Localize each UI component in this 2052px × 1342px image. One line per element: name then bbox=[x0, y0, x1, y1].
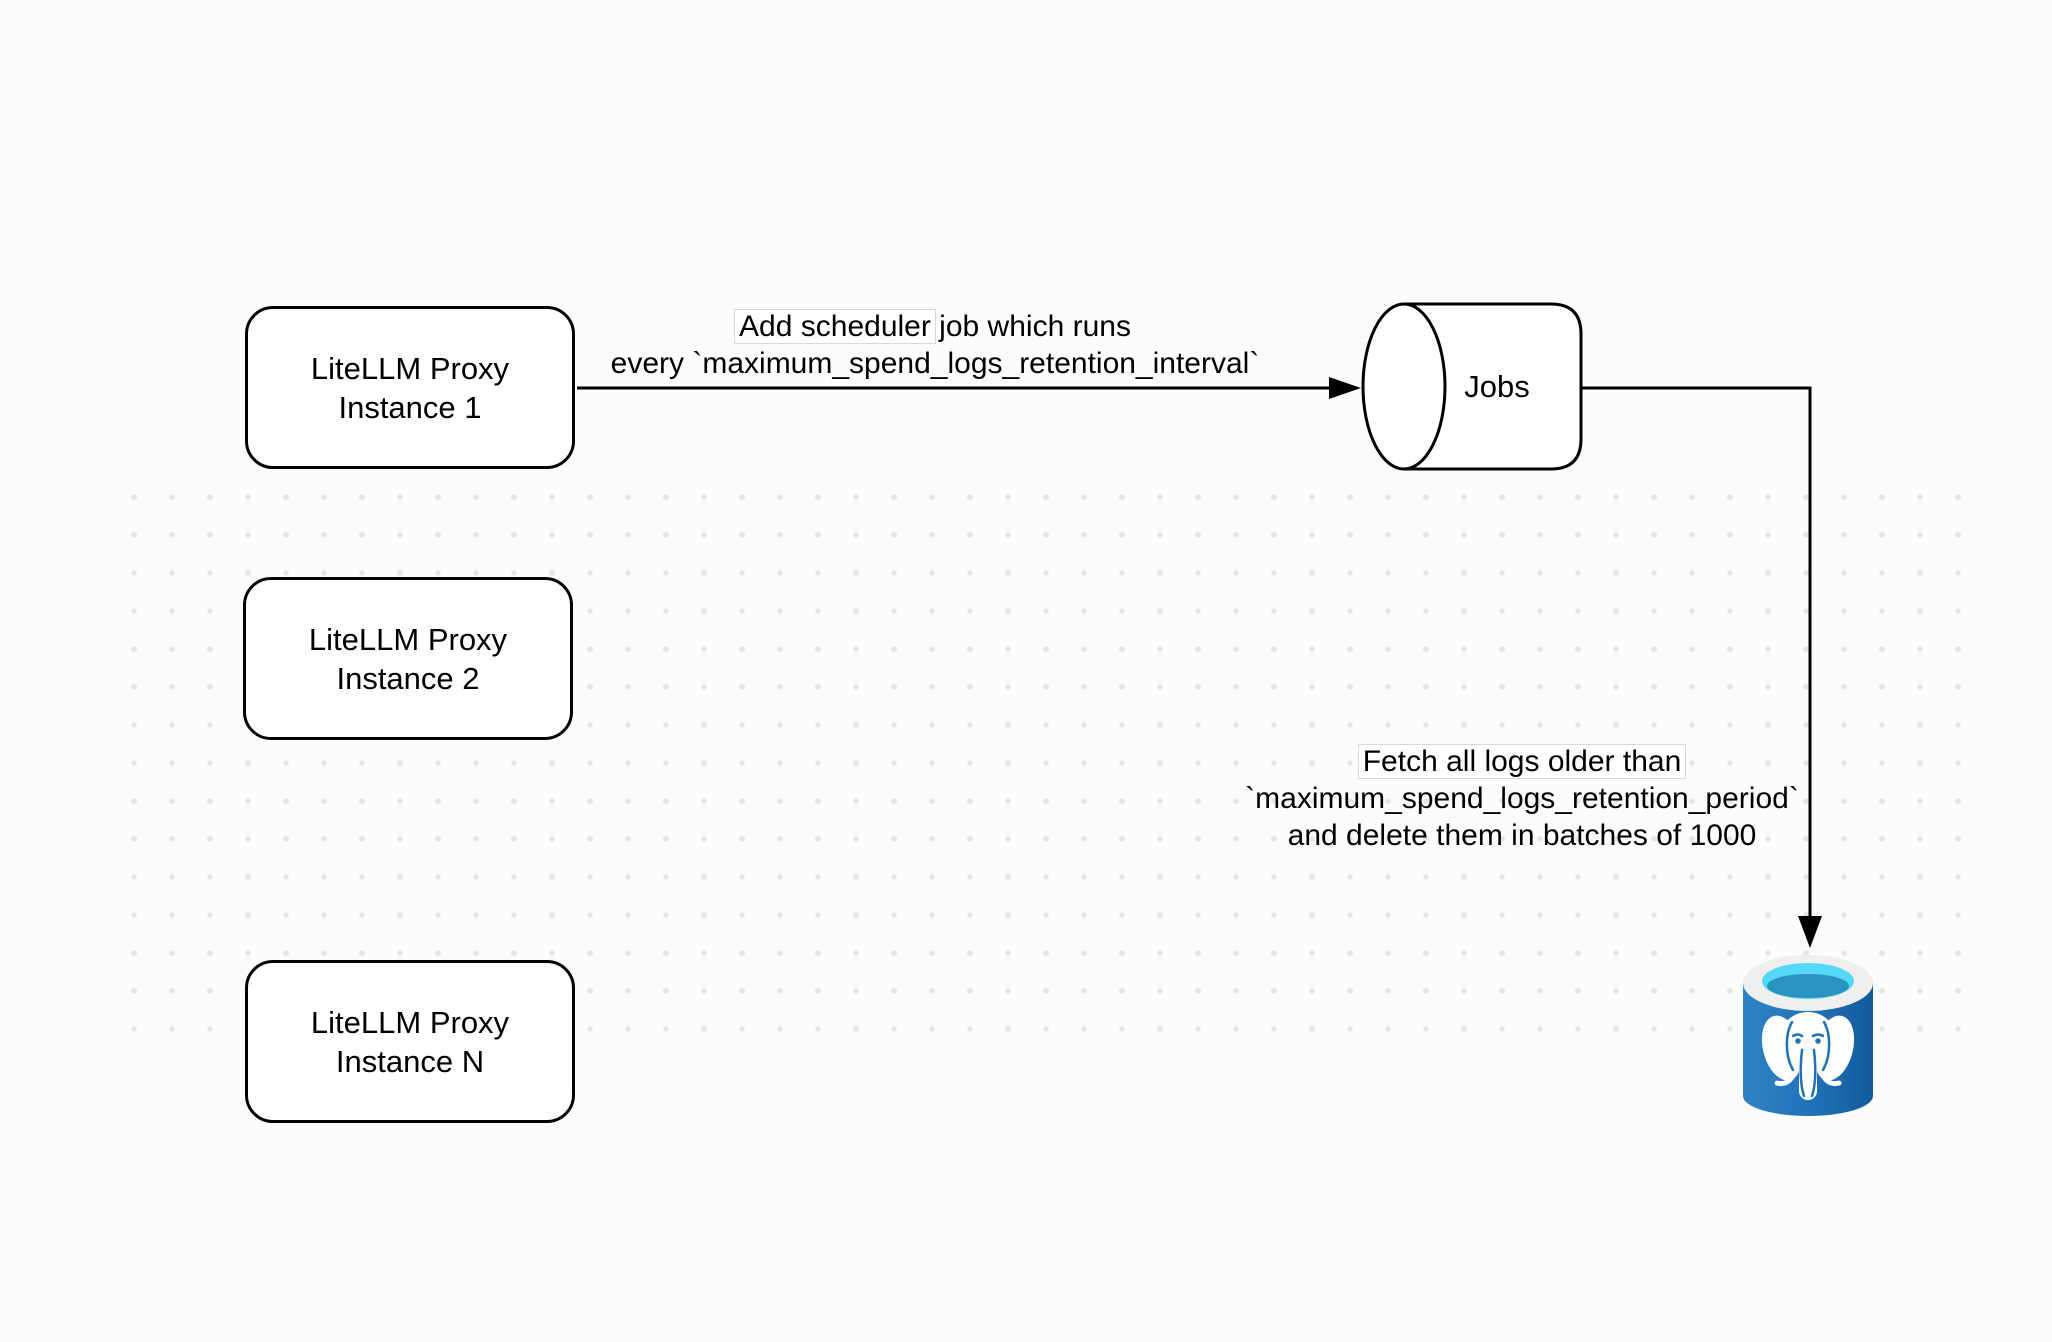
node-litellm-proxy-instance-n[interactable]: LiteLLM Proxy Instance N bbox=[245, 960, 575, 1123]
jobs-queue-cylinder[interactable] bbox=[1361, 302, 1583, 471]
node-label-line1: LiteLLM Proxy bbox=[308, 621, 508, 657]
edge-fetch-delete-arrow[interactable] bbox=[1581, 386, 1822, 948]
cylinder-left-ellipse bbox=[1361, 302, 1447, 471]
edge-label-line: Fetch all logs older than bbox=[1122, 743, 1922, 780]
node-label-line1: LiteLLM Proxy bbox=[310, 350, 510, 386]
edge-label-line: Add scheduler job which runs bbox=[535, 308, 1335, 345]
db-liquid bbox=[1767, 974, 1849, 998]
jobs-queue-label: Jobs bbox=[1464, 369, 1530, 404]
edge-label-line: `maximum_spend_logs_retention_period` bbox=[1245, 782, 1799, 815]
label-highlight-chip: Fetch all logs older than bbox=[1358, 745, 1686, 778]
node-label-line2: Instance N bbox=[335, 1043, 485, 1079]
node-label-line2: Instance 2 bbox=[336, 660, 480, 696]
arrowhead-down-icon bbox=[1798, 916, 1822, 948]
label-highlight-chip: Add scheduler bbox=[735, 310, 935, 343]
edge-add-scheduler-arrow[interactable] bbox=[577, 377, 1361, 399]
postgres-elephant-icon bbox=[1761, 1012, 1855, 1100]
postgresql-database-icon[interactable] bbox=[1740, 946, 1876, 1118]
arrowhead-right-icon bbox=[1329, 377, 1361, 399]
edge-label-line: every `maximum_spend_logs_retention_inte… bbox=[610, 347, 1260, 380]
node-label-line1: LiteLLM Proxy bbox=[310, 1004, 510, 1040]
label-text: job which runs bbox=[930, 310, 1131, 343]
node-label-line2: Instance 1 bbox=[338, 389, 482, 425]
edge-label-add-scheduler[interactable]: Add scheduler job which runs every `maxi… bbox=[535, 308, 1335, 382]
edge-label-fetch-delete[interactable]: Fetch all logs older than `maximum_spend… bbox=[1122, 743, 1922, 854]
node-litellm-proxy-instance-2[interactable]: LiteLLM Proxy Instance 2 bbox=[243, 577, 573, 740]
node-litellm-proxy-instance-1[interactable]: LiteLLM Proxy Instance 1 bbox=[245, 306, 575, 469]
edge-label-line: and delete them in batches of 1000 bbox=[1287, 819, 1757, 852]
